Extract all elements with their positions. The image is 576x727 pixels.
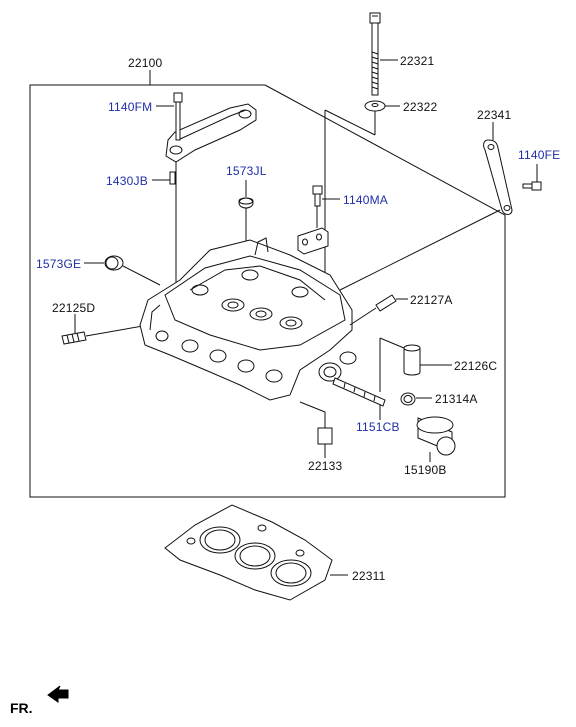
plug-1573GE-part — [104, 255, 124, 271]
label-1573GE: 1573GE — [36, 257, 82, 271]
label-22127A: 22127A — [410, 293, 453, 307]
label-22126C: 22126C — [454, 359, 498, 373]
assembly-frame — [29, 84, 506, 498]
label-1573JL: 1573JL — [226, 164, 267, 178]
bracket-22341-part — [483, 139, 513, 215]
label-22133: 22133 — [308, 459, 343, 473]
leader-22126C-top — [379, 337, 405, 349]
plug-1573JL-part — [238, 197, 254, 209]
label-22322: 22322 — [403, 100, 438, 114]
label-1151CB: 1151CB — [356, 420, 400, 434]
gasket-22311-part — [164, 504, 333, 601]
arrow-icon — [47, 685, 69, 703]
label-22321: 22321 — [400, 54, 435, 68]
cylinder-head-part — [139, 237, 357, 401]
stud-22127A-part — [375, 294, 397, 312]
oring-21314A-part — [400, 392, 416, 406]
label-1140FM: 1140FM — [108, 100, 153, 114]
leader-bracket-head — [339, 209, 501, 291]
front-direction-label: FR. — [10, 700, 33, 716]
bolt-1140FE-part — [522, 181, 542, 191]
label-1430JB: 1430JB — [106, 174, 148, 188]
leader-22133-in — [299, 401, 326, 428]
lifter-22126C-part — [403, 344, 421, 376]
label-1140MA: 1140MA — [343, 193, 389, 207]
dowel-22133-part — [317, 427, 333, 445]
label-22311: 22311 — [352, 569, 386, 583]
cam-cap-part — [165, 92, 257, 163]
tappet-15190B-part — [416, 416, 456, 456]
washer-22322-part — [364, 100, 386, 112]
label-22341: 22341 — [477, 108, 512, 122]
label-22100: 22100 — [128, 56, 163, 70]
bolt-22321-part — [369, 12, 381, 96]
leader-1573GE-in — [122, 265, 161, 286]
label-22125D: 22125D — [52, 301, 96, 315]
small-bracket-part — [297, 227, 329, 255]
bolt-1140MA-part — [312, 185, 323, 207]
label-1140FE: 1140FE — [518, 148, 561, 162]
stud-22125D-part — [61, 331, 87, 345]
label-21314A: 21314A — [435, 392, 478, 406]
guide-line — [324, 109, 376, 136]
dowel-1430JB-part — [169, 171, 176, 185]
label-15190B: 15190B — [404, 463, 447, 477]
leader-22127A-in — [349, 307, 377, 326]
bolt-1151CB-part — [332, 377, 386, 407]
